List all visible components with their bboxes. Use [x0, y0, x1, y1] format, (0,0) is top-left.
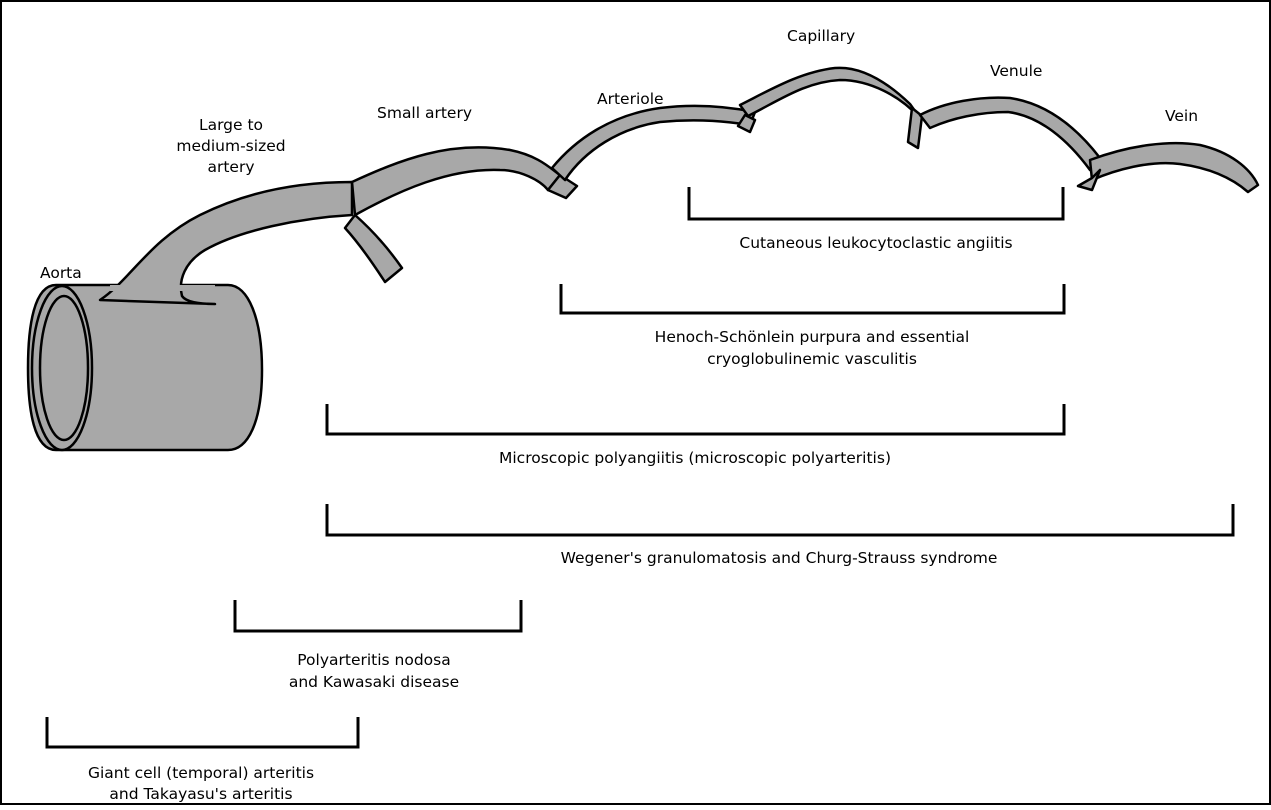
label-large-artery-3: artery — [207, 158, 254, 176]
large-artery — [98, 180, 354, 306]
label-polyarteritis-line1: Polyarteritis nodosa — [297, 651, 451, 669]
small-artery-branch — [546, 173, 579, 200]
label-small-artery: Small artery — [377, 104, 472, 122]
vein-branch — [1076, 168, 1102, 192]
label-polyarteritis-line2: and Kawasaki disease — [289, 673, 459, 691]
venule — [918, 96, 1102, 172]
bracket-henoch — [559, 284, 1066, 315]
label-cutaneous: Cutaneous leukocytoclastic angiitis — [739, 234, 1012, 252]
arteriole — [550, 104, 757, 182]
vessel-labels: Aorta Large to medium-sized artery Small… — [40, 27, 1198, 282]
arteriole-branch — [736, 113, 757, 134]
label-venule: Venule — [990, 62, 1042, 80]
label-large-artery-2: medium-sized — [176, 137, 285, 155]
disease-brackets — [45, 187, 1235, 749]
bracket-polyarteritis — [233, 600, 523, 633]
vein — [1088, 141, 1260, 194]
capillary — [738, 66, 922, 120]
artery-branch — [343, 213, 404, 284]
label-large-artery: Large to — [199, 116, 263, 134]
label-giant-cell-line2: and Takayasu's arteritis — [109, 785, 292, 803]
bracket-giant-cell — [45, 717, 360, 749]
label-microscopic: Microscopic polyangiitis (microscopic po… — [499, 449, 891, 467]
bracket-microscopic — [325, 404, 1066, 436]
label-capillary: Capillary — [787, 27, 855, 45]
bracket-wegener — [325, 504, 1235, 537]
label-aorta: Aorta — [40, 264, 82, 282]
capillary-branch — [906, 106, 924, 150]
vessel-tree — [26, 66, 1260, 452]
label-wegener: Wegener's granulomatosis and Churg-Strau… — [561, 549, 998, 567]
label-henoch-line2: cryoglobulinemic vasculitis — [707, 350, 917, 368]
label-vein: Vein — [1165, 107, 1198, 125]
disease-labels: Cutaneous leukocytoclastic angiitis Heno… — [88, 234, 1013, 803]
label-giant-cell-line1: Giant cell (temporal) arteritis — [88, 764, 314, 782]
label-arteriole: Arteriole — [597, 90, 664, 108]
bracket-cutaneous — [687, 187, 1065, 221]
small-artery — [350, 146, 562, 217]
aorta-lumen — [38, 294, 90, 442]
label-henoch-line1: Henoch-Schönlein purpura and essential — [655, 328, 970, 346]
